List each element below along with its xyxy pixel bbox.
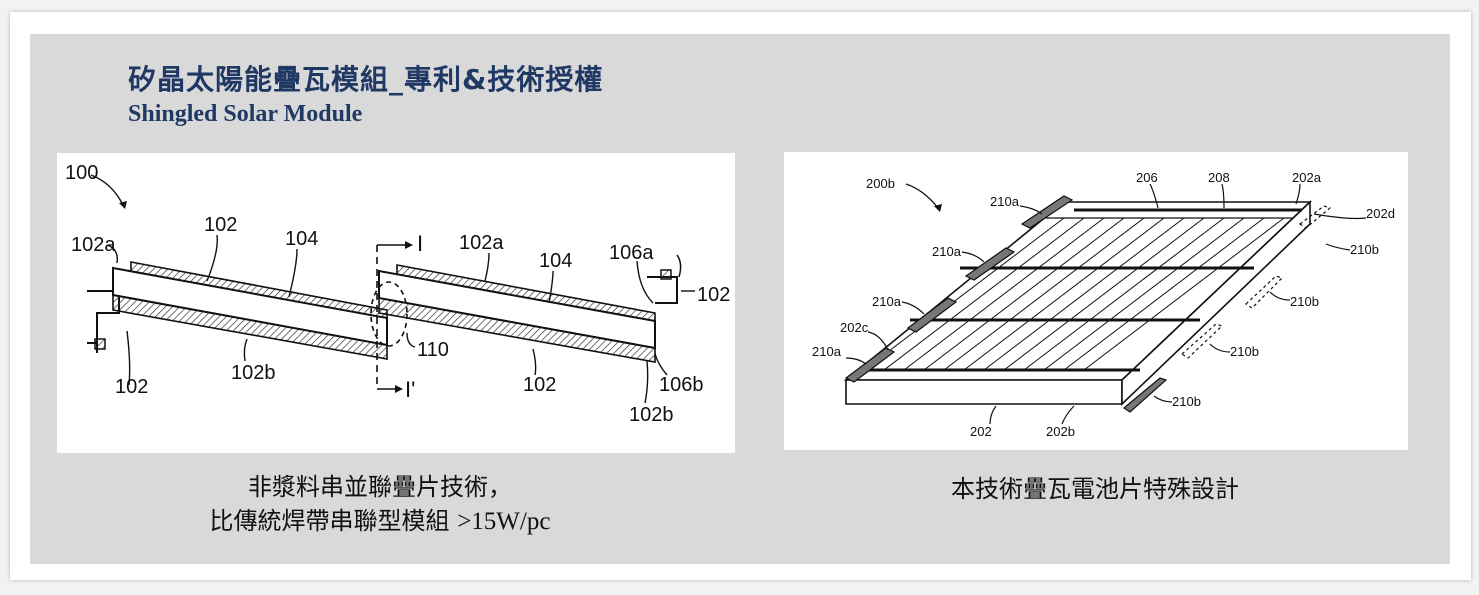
label-202d: 202d: [1366, 206, 1395, 221]
caption-left-line2: 比傳統焊帶串聯型模組 >15W/pc: [100, 504, 660, 539]
label-202c: 202c: [840, 320, 869, 335]
caption-left: 非漿料串並聯疊片技術， 比傳統焊帶串聯型模組 >15W/pc: [100, 470, 660, 539]
cell-body: [843, 200, 1313, 406]
label-102b: 102b: [629, 404, 674, 426]
label-200b: 200b: [866, 176, 895, 191]
label-210b: 210b: [1290, 294, 1319, 309]
pads-210a: [844, 195, 1074, 383]
label-102b: 102b: [231, 362, 276, 384]
label-100: 100: [65, 162, 98, 184]
label-102a: 102a: [71, 234, 116, 256]
label-section-i-prime: I': [405, 377, 415, 402]
label-210a: 210a: [990, 194, 1020, 209]
label-102: 102: [697, 284, 730, 306]
label-202a: 202a: [1292, 170, 1322, 185]
label-210a: 210a: [812, 344, 842, 359]
label-106a: 106a: [609, 242, 654, 264]
label-102: 102: [204, 214, 237, 236]
label-202: 202: [970, 424, 992, 439]
label-102a: 102a: [459, 232, 504, 254]
cell-2: [378, 264, 656, 363]
label-section-i: I: [417, 231, 423, 256]
pads-210b: [1181, 205, 1332, 359]
caption-right: 本技術疊瓦電池片特殊設計: [951, 475, 1239, 503]
label-210b: 210b: [1230, 344, 1259, 359]
label-102: 102: [523, 374, 556, 396]
cell-isometric-diagram: 200b 206 208 202a 202d 210a 210a 210a 20…: [784, 152, 1408, 450]
label-202b: 202b: [1046, 424, 1075, 439]
label-210a: 210a: [932, 244, 962, 259]
label-206: 206: [1136, 170, 1158, 185]
label-210a: 210a: [872, 294, 902, 309]
cross-section-diagram: 100 102a 102 104 I 102a 104 106a 102 110…: [57, 153, 735, 453]
label-210b: 210b: [1172, 394, 1201, 409]
caption-left-line1: 非漿料串並聯疊片技術，: [248, 473, 512, 501]
label-208: 208: [1208, 170, 1230, 185]
title-english: Shingled Solar Module: [128, 101, 363, 127]
label-106b: 106b: [659, 374, 704, 396]
cell-1: [112, 261, 388, 360]
label-102: 102: [115, 376, 148, 398]
label-104: 104: [539, 250, 572, 272]
caption-left-line2-zh: 比傳統焊帶串聯型模組: [209, 507, 458, 535]
title-chinese: 矽晶太陽能疊瓦模組_專利&技術授權: [128, 63, 604, 96]
label-104: 104: [285, 228, 318, 250]
label-110: 110: [417, 339, 449, 361]
caption-left-line2-en: >15W/pc: [457, 508, 551, 535]
label-210b: 210b: [1350, 242, 1379, 257]
